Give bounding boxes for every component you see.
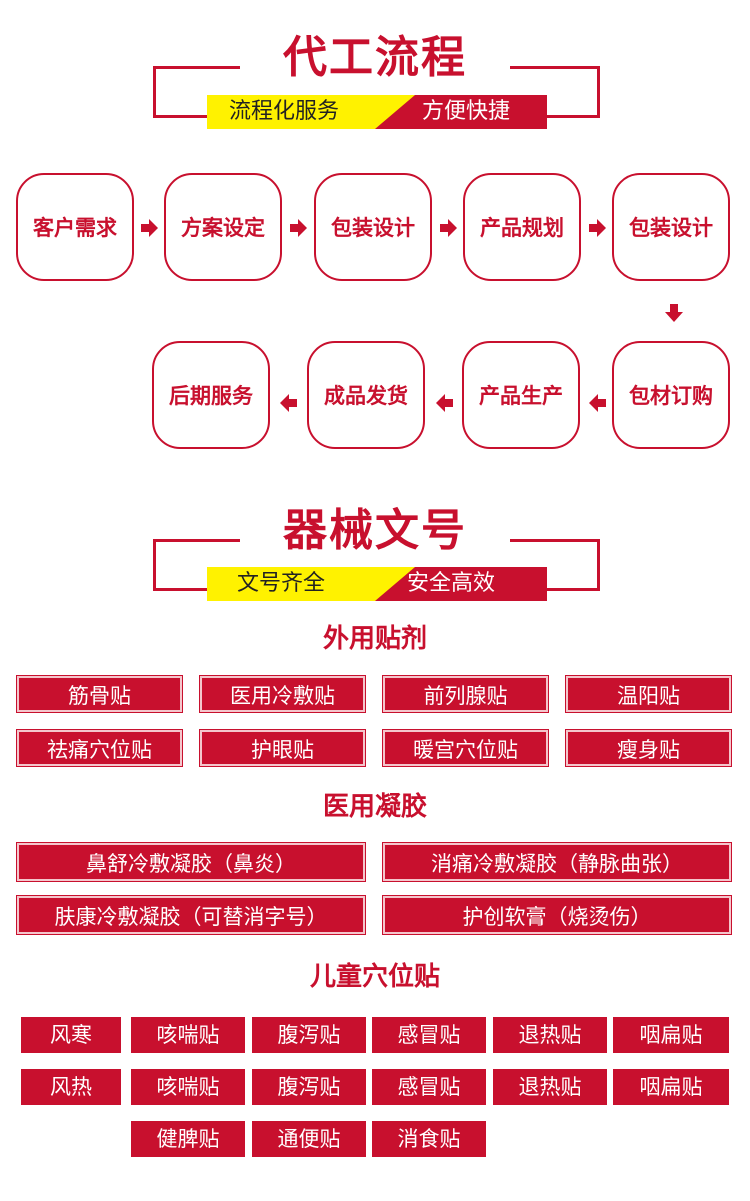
- step-product-planning: 产品规划: [463, 173, 581, 281]
- children-title: 儿童穴位贴: [309, 962, 440, 992]
- tag-children: 咳喘贴: [131, 1017, 245, 1053]
- tag-children: 腹泻贴: [252, 1069, 366, 1105]
- frame-right: [497, 539, 600, 591]
- step-production: 产品生产: [462, 341, 580, 449]
- step-package-design: 包装设计: [314, 173, 432, 281]
- external-title: 外用贴剂: [322, 624, 427, 654]
- banner-right-text: 方便快捷: [422, 99, 511, 124]
- tag-external: 前列腺贴: [383, 676, 548, 712]
- license-banner: 文号齐全 安全高效: [207, 567, 547, 601]
- frame-left: [153, 539, 256, 591]
- tag-gel: 肤康冷敷凝胶（可替消字号）: [17, 896, 365, 934]
- tag-children-category: 风热: [21, 1069, 121, 1105]
- tag-children: 咽扁贴: [613, 1069, 729, 1105]
- arrow-right-icon: [440, 219, 457, 237]
- arrow-left-icon: [589, 394, 606, 412]
- arrow-right-icon: [589, 219, 606, 237]
- tag-children: 感冒贴: [372, 1017, 486, 1053]
- step-after-service: 后期服务: [152, 341, 270, 449]
- gel-title: 医用凝胶: [322, 792, 427, 822]
- tag-children: 退热贴: [493, 1069, 607, 1105]
- frame-left: [153, 66, 256, 118]
- arrow-down-icon: [665, 304, 683, 322]
- step-package-design-2: 包装设计: [612, 173, 730, 281]
- banner-right-text: 安全高效: [407, 571, 496, 596]
- frame-right: [497, 66, 600, 118]
- arrow-right-icon: [141, 219, 158, 237]
- tag-gel: 护创软膏（烧烫伤）: [383, 896, 731, 934]
- tag-children: 通便贴: [252, 1121, 366, 1157]
- arrow-left-icon: [280, 394, 297, 412]
- tag-children: 感冒贴: [372, 1069, 486, 1105]
- tag-external: 护眼贴: [200, 730, 365, 766]
- arrow-right-icon: [290, 219, 307, 237]
- tag-external: 温阳贴: [566, 676, 731, 712]
- tag-external: 筋骨贴: [17, 676, 182, 712]
- tag-gel: 消痛冷敷凝胶（静脉曲张）: [383, 843, 731, 881]
- banner-left-text: 文号齐全: [237, 571, 326, 596]
- process-banner: 流程化服务 方便快捷: [207, 95, 547, 129]
- step-customer-needs: 客户需求: [16, 173, 134, 281]
- tag-children: 消食贴: [372, 1121, 486, 1157]
- step-material-purchase: 包材订购: [612, 341, 730, 449]
- tag-gel: 鼻舒冷敷凝胶（鼻炎）: [17, 843, 365, 881]
- arrow-left-icon: [436, 394, 453, 412]
- tag-children: 健脾贴: [131, 1121, 245, 1157]
- tag-children: 腹泻贴: [252, 1017, 366, 1053]
- tag-external: 瘦身贴: [566, 730, 731, 766]
- step-plan-setting: 方案设定: [164, 173, 282, 281]
- tag-external: 医用冷敷贴: [200, 676, 365, 712]
- step-shipping: 成品发货: [307, 341, 425, 449]
- tag-children: 咳喘贴: [131, 1069, 245, 1105]
- tag-children: 咽扁贴: [613, 1017, 729, 1053]
- tag-children: 退热贴: [493, 1017, 607, 1053]
- license-title: 器械文号: [283, 505, 467, 556]
- tag-children-category: 风寒: [21, 1017, 121, 1053]
- tag-external: 暖宫穴位贴: [383, 730, 548, 766]
- tag-external: 祛痛穴位贴: [17, 730, 182, 766]
- process-title: 代工流程: [283, 32, 467, 83]
- banner-left-text: 流程化服务: [229, 99, 340, 124]
